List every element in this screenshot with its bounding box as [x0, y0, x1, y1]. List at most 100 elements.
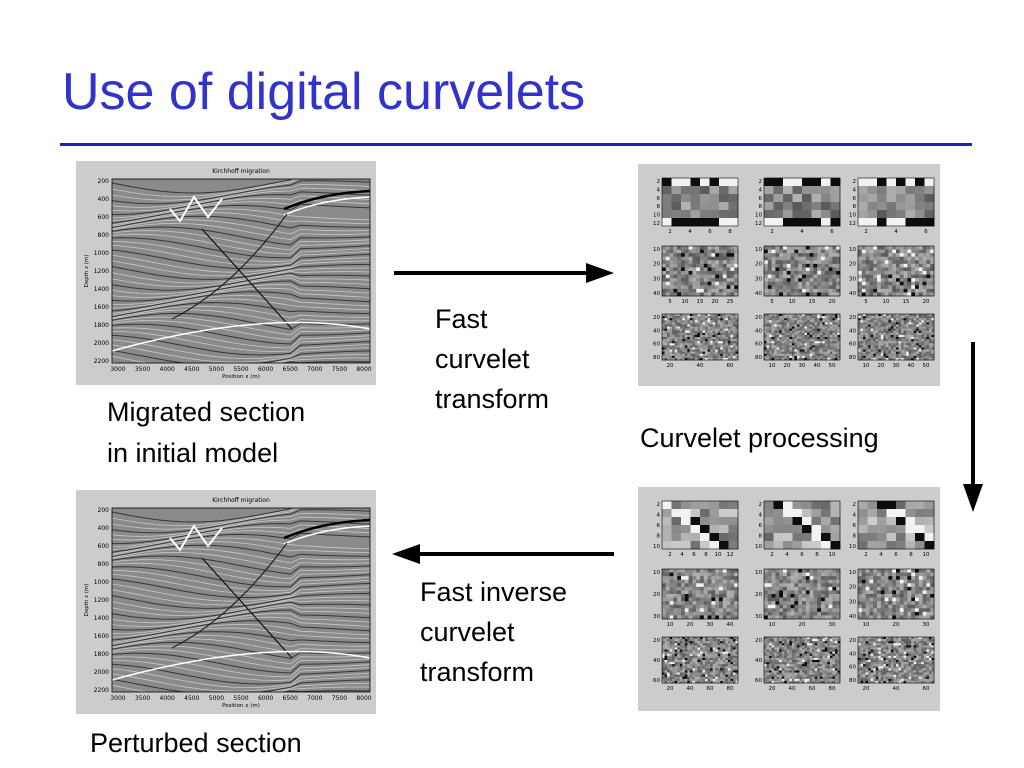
curvelet-xtick: 2 [864, 229, 868, 235]
curvelet-tile-r2-c3 [857, 245, 935, 297]
curvelet-ytick: 40 [755, 291, 762, 297]
curvelet-xtick: 60 [809, 686, 816, 692]
seismic-xtick: 6500 [283, 695, 298, 702]
curvelet-ytick: 40 [849, 651, 856, 657]
curvelet-xtick: 15 [697, 299, 704, 305]
forward-caption-line2: curvelet [435, 344, 530, 374]
curvelet-xtick: 20 [863, 686, 870, 692]
seismic-ytick: 400 [98, 196, 110, 203]
seismic-ytick: 200 [98, 178, 110, 185]
seismic-title: Kirchhoff migration [212, 168, 270, 175]
curvelet-xtick: 12 [727, 552, 734, 558]
curvelet-xtick: 10 [829, 552, 836, 558]
curvelet-ytick: 30 [755, 276, 762, 282]
seismic-xtick: 7000 [307, 695, 322, 702]
seismic-xtick: 3500 [135, 695, 150, 702]
title-underline [60, 143, 972, 146]
curvelet-xtick: 20 [784, 363, 791, 369]
curvelet-xtick: 6 [894, 552, 898, 558]
curvelet-ytick: 10 [653, 213, 660, 219]
seismic-image-background [112, 508, 370, 692]
curvelet-ytick: 40 [653, 328, 660, 334]
curvelet-xtick: 15 [809, 299, 816, 305]
curvelet-ytick: 6 [853, 196, 857, 202]
curvelet-xtick: 40 [697, 363, 704, 369]
curvelet-tile-r2-c1 [661, 245, 739, 297]
curvelet-xtick: 40 [814, 363, 821, 369]
forward-arrow [394, 263, 614, 283]
seismic-title: Kirchhoff migration [212, 497, 270, 504]
curvelet-xtick: 10 [883, 299, 890, 305]
curvelet-ytick: 6 [657, 523, 661, 529]
curvelet-xtick: 10 [863, 363, 870, 369]
curvelet-xtick: 20 [667, 686, 674, 692]
migrated-caption-line2: in initial model [107, 438, 279, 468]
curvelet-ytick: 60 [849, 342, 856, 348]
seismic-xtick: 6500 [283, 366, 298, 373]
curvelet-ytick: 2 [657, 179, 661, 185]
curvelet-ytick: 20 [755, 592, 762, 598]
curvelet-ytick: 2 [759, 179, 763, 185]
curvelet-ytick: 20 [653, 638, 660, 644]
curvelet-tile-r1-c1 [661, 177, 739, 227]
curvelet-xtick: 8 [728, 229, 732, 235]
curvelet-xtick: 40 [789, 686, 796, 692]
curvelet-xtick: 30 [799, 363, 806, 369]
curvelet-xtick: 20 [893, 622, 900, 628]
curvelet-xtick: 20 [923, 299, 930, 305]
seismic-ytick: 200 [98, 507, 110, 514]
curvelet-ytick: 2 [853, 179, 857, 185]
migrated-section-plot: Kirchhoff migration200400600800100012001… [84, 168, 372, 380]
migrated-caption-line1: Migrated section [107, 397, 306, 427]
seismic-ytick: 2000 [94, 340, 109, 347]
perturbed-caption: Perturbed section [90, 728, 302, 758]
curvelet-xtick: 4 [785, 552, 789, 558]
seismic-xtick: 7500 [332, 695, 347, 702]
curvelet-ytick: 80 [849, 678, 856, 684]
curvelet-ytick: 10 [755, 213, 762, 219]
inverse-caption-line2: curvelet [420, 617, 515, 647]
curvelet-tile-r3-c2 [763, 636, 841, 684]
curvelet-xtick: 20 [769, 686, 776, 692]
curvelet-tile-r1-c3 [857, 500, 935, 550]
seismic-ytick: 1200 [94, 268, 109, 275]
curvelet-xtick: 10 [789, 299, 796, 305]
seismic-axes-frame [111, 507, 371, 693]
curvelet-xtick: 10 [667, 622, 674, 628]
curvelet-ytick: 12 [755, 221, 762, 227]
curvelet-ytick: 10 [653, 544, 660, 550]
curvelet-xtick: 30 [893, 363, 900, 369]
curvelet-ytick: 40 [755, 328, 762, 334]
curvelet-ytick: 4 [759, 187, 763, 193]
migrated-caption: Migrated section in initial model [107, 392, 305, 474]
curvelet-xtick: 2 [770, 552, 774, 558]
curvelet-xtick: 10 [923, 552, 930, 558]
curvelet-xtick: 2 [668, 552, 672, 558]
seismic-xtick: 5000 [209, 695, 224, 702]
curvelet-ytick: 8 [853, 534, 857, 540]
curvelet-xtick: 20 [712, 299, 719, 305]
curvelet-ytick: 4 [657, 187, 661, 193]
curvelet-ytick: 20 [849, 262, 856, 268]
seismic-xtick: 5500 [233, 695, 248, 702]
seismic-ytick: 1200 [94, 597, 109, 604]
curvelet-ytick: 2 [853, 502, 857, 508]
curvelet-ytick: 20 [755, 262, 762, 268]
curvelet-xtick: 40 [727, 622, 734, 628]
seismic-xtick: 4500 [184, 366, 199, 373]
curvelet-xtick: 40 [908, 363, 915, 369]
curvelet-ytick: 60 [755, 342, 762, 348]
curvelet-tile-r3-c3 [857, 636, 935, 684]
curvelet-xtick: 2 [864, 552, 868, 558]
curvelet-ytick: 2 [657, 502, 661, 508]
curvelet-ytick: 12 [849, 221, 856, 227]
curvelet-tile-r3-c1 [661, 313, 739, 361]
curvelet-ytick: 10 [755, 247, 762, 253]
curvelet-xtick: 40 [687, 686, 694, 692]
curvelet-ytick: 10 [849, 213, 856, 219]
curvelet-ytick: 80 [849, 355, 856, 361]
